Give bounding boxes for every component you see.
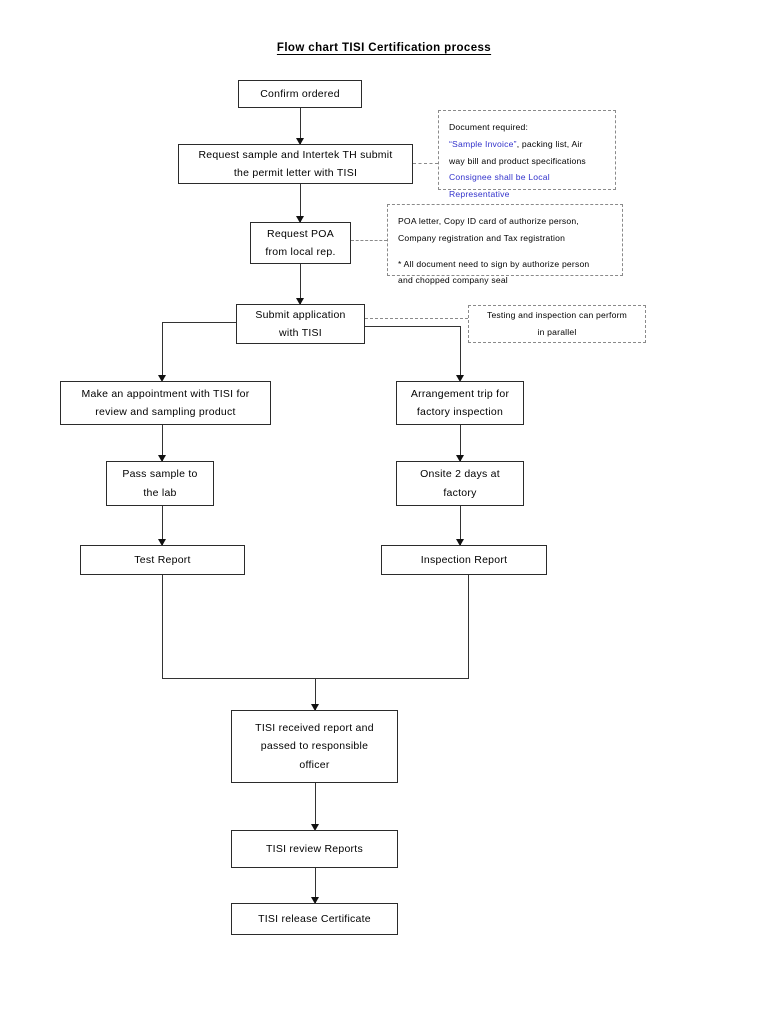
connector-merge-to-tisi-received <box>315 678 316 710</box>
connector-test-report-down <box>162 575 163 678</box>
note-sample-invoice-highlight: “Sample Invoice” <box>449 138 517 149</box>
page-title: Flow chart TISI Certification process <box>276 42 492 54</box>
node-tisi-release-certificate-label: TISI release Certificate <box>258 912 371 925</box>
connector-branch-left-horizontal <box>162 322 236 323</box>
node-pass-sample[interactable]: Pass sample to the lab <box>106 461 214 506</box>
connector-appointment-to-pass-sample <box>162 425 163 461</box>
note-document-required-line-5: Representative <box>449 189 510 199</box>
connector-branch-right-vertical <box>460 326 461 380</box>
note-poa-documents: POA letter, Copy ID card of authorize pe… <box>387 204 623 285</box>
node-submit-application-label: Submit application with TISI <box>255 308 346 339</box>
node-inspection-report[interactable]: Inspection Report <box>381 545 547 575</box>
connector-request-sample-to-poa <box>300 184 301 222</box>
arrowhead-make-appointment <box>157 375 166 382</box>
node-tisi-review-reports[interactable]: TISI review Reports <box>231 830 398 868</box>
connector-confirm-to-request-sample <box>300 108 301 144</box>
arrowhead-request-poa <box>295 216 304 223</box>
node-inspection-report-label: Inspection Report <box>420 553 508 566</box>
connector-received-to-review <box>315 783 316 828</box>
node-pass-sample-label: Pass sample to the lab <box>122 468 198 499</box>
note-document-required-line-2: “Sample Invoice”, packing list, Air <box>449 136 605 153</box>
arrowhead-test-report <box>157 539 166 546</box>
note-poa-documents-spacer <box>398 247 612 256</box>
node-confirm-ordered-label: Confirm ordered <box>260 87 340 100</box>
node-make-appointment[interactable]: Make an appointment with TISI for review… <box>60 381 271 425</box>
note-poa-documents-line-1: POA letter, Copy ID card of authorize pe… <box>398 216 579 226</box>
note-poa-documents-line-3: * All document need to sign by authorize… <box>398 258 590 269</box>
node-test-report[interactable]: Test Report <box>80 545 245 575</box>
connector-inspection-report-down <box>468 575 469 678</box>
note-poa-documents-line-4: and chopped company seal <box>398 275 508 286</box>
node-onsite-2-days[interactable]: Onsite 2 days at factory <box>396 461 524 506</box>
note-document-required-line-3: way bill and product specifications <box>449 155 586 166</box>
note-document-required: Document required: “Sample Invoice”, pac… <box>438 110 616 199</box>
leader-request-sample-to-document-note <box>413 163 438 164</box>
note-parallel-execution-text: Testing and inspection can perform in pa… <box>486 310 628 337</box>
note-poa-documents-line-2: Company registration and Tax registratio… <box>398 232 566 243</box>
note-document-required-line-1: Document required: <box>449 122 529 132</box>
node-onsite-2-days-label: Onsite 2 days at factory <box>420 468 500 499</box>
connector-onsite-to-inspection-report <box>460 506 461 546</box>
leader-submit-to-parallel-note <box>365 318 468 319</box>
node-tisi-received-report[interactable]: TISI received report and passed to respo… <box>231 710 398 783</box>
node-tisi-release-certificate[interactable]: TISI release Certificate <box>231 903 398 935</box>
note-document-required-line-2b: , packing list, Air <box>516 138 583 149</box>
node-submit-application[interactable]: Submit application with TISI <box>236 304 365 344</box>
connector-pass-sample-to-test-report <box>162 506 163 546</box>
node-request-poa[interactable]: Request POA from local rep. <box>250 222 351 264</box>
connector-poa-to-submit <box>300 264 301 304</box>
arrowhead-onsite <box>455 455 464 462</box>
connector-arrangement-to-onsite <box>460 425 461 461</box>
connector-branch-left-vertical <box>162 322 163 380</box>
connector-review-to-release <box>315 868 316 903</box>
node-test-report-label: Test Report <box>134 553 191 566</box>
arrowhead-pass-sample <box>157 455 166 462</box>
arrowhead-submit-application <box>295 298 304 305</box>
arrowhead-tisi-release-certificate <box>310 897 319 904</box>
node-confirm-ordered[interactable]: Confirm ordered <box>238 80 362 108</box>
arrowhead-tisi-received-report <box>310 704 319 711</box>
arrowhead-arrangement-trip <box>455 375 464 382</box>
leader-poa-to-poa-note <box>351 240 387 241</box>
note-document-required-line-4: Consignee shall be Local <box>449 172 550 183</box>
arrowhead-tisi-review-reports <box>310 824 319 831</box>
node-tisi-review-reports-label: TISI review Reports <box>266 842 363 855</box>
arrowhead-request-sample <box>295 138 304 145</box>
note-parallel-execution: Testing and inspection can perform in pa… <box>468 305 646 343</box>
arrowhead-inspection-report <box>455 539 464 546</box>
node-request-poa-label: Request POA from local rep. <box>265 227 336 258</box>
node-arrangement-trip[interactable]: Arrangement trip for factory inspection <box>396 381 524 425</box>
connector-branch-right-horizontal <box>365 326 460 327</box>
node-request-sample[interactable]: Request sample and Intertek TH submit th… <box>178 144 413 184</box>
node-arrangement-trip-label: Arrangement trip for factory inspection <box>410 387 510 418</box>
node-request-sample-label: Request sample and Intertek TH submit th… <box>198 148 393 179</box>
node-tisi-received-report-label: TISI received report and passed to respo… <box>255 721 374 771</box>
node-make-appointment-label: Make an appointment with TISI for review… <box>81 387 250 418</box>
